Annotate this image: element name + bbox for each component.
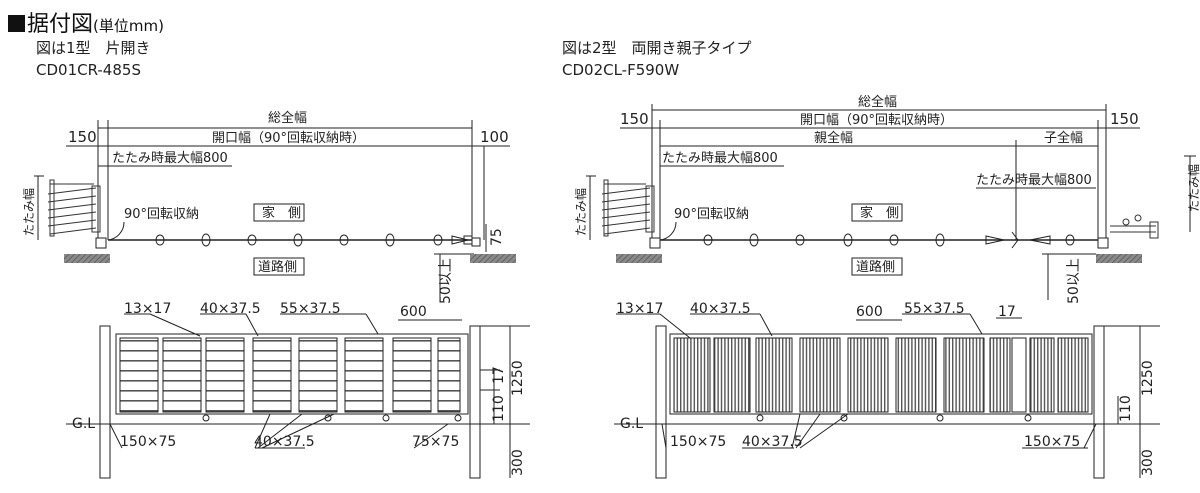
- left-elev-dim-1250: 1250: [510, 360, 526, 396]
- left-elev-wheels: [202, 414, 462, 422]
- left-elev-gl-label: G.L: [72, 416, 95, 432]
- right-elev-dim-300: 300: [1140, 449, 1156, 476]
- left-plan-view: [34, 120, 510, 300]
- left-elev-label-75x75: 75×75: [412, 434, 459, 450]
- left-ground-hatch-left: [64, 254, 110, 263]
- right-fold-max-right-label: たたみ時最大幅800: [976, 173, 1092, 188]
- right-road-side-label: 道路側: [856, 259, 895, 275]
- right-fold-max-left-label: たたみ時最大幅800: [662, 151, 778, 166]
- left-elev-label-13x17: 13×17: [124, 301, 171, 317]
- right-rotate-label: 90°回転収納: [674, 207, 749, 222]
- right-ground-hatch-left: [616, 254, 662, 263]
- right-elev-label-150x75-right: 150×75: [1024, 434, 1080, 450]
- left-elev-dim-110: 110: [491, 395, 507, 422]
- right-margin-150-left-label: 150: [620, 110, 649, 128]
- page-title: 据付図(単位mm): [8, 6, 164, 38]
- right-fold-width-vertical-left: たたみ幅: [573, 188, 588, 236]
- right-elev-label-17: 17: [998, 304, 1016, 320]
- left-elev-leaders: [109, 313, 462, 449]
- right-elev-dim-110: 110: [1118, 395, 1134, 422]
- right-plan-view: [586, 104, 1196, 300]
- right-parent-width-label: 親全幅: [814, 130, 853, 146]
- right-opening-width-label: 開口幅（90°回転収納時）: [800, 113, 953, 128]
- left-caption-model-code: CD01CR-485S: [36, 61, 141, 79]
- left-road-side-label: 道路側: [258, 259, 297, 275]
- left-fold-max-width-label: たたみ時最大幅800: [112, 151, 228, 166]
- left-total-width-label: 総全幅: [268, 110, 307, 126]
- left-dim-75-label: 75: [489, 228, 505, 246]
- right-margin-150-right-label: 150: [1110, 110, 1139, 128]
- left-margin-150-label: 150: [68, 128, 97, 146]
- left-house-side-label: 家 側: [262, 205, 301, 221]
- right-road-side-box: [851, 257, 903, 276]
- right-elev-wheels: [756, 414, 1032, 422]
- unit-label: (単位mm): [93, 17, 164, 35]
- right-elev-label-13x17: 13×17: [616, 301, 663, 317]
- right-dim-50-label: 50以上: [1066, 258, 1082, 304]
- left-rotate-label: 90°回転収納: [124, 207, 199, 222]
- right-elev-label-40x37: 40×37.5: [690, 301, 751, 317]
- left-elev-dim-17: 17: [491, 366, 507, 384]
- right-elev-label-40x37-bottom: 40×37.5: [742, 434, 803, 450]
- right-child-width-label: 子全幅: [1044, 130, 1083, 146]
- left-elev-dim-300: 300: [510, 449, 526, 476]
- left-elev-label-55x37: 55×37.5: [280, 301, 341, 317]
- left-elev-label-40x37: 40×37.5: [200, 301, 261, 317]
- title-text: 据付図: [27, 12, 94, 37]
- left-margin-100-label: 100: [480, 128, 509, 146]
- square-bullet-icon: [8, 15, 25, 32]
- left-fold-width-vertical-label: たたみ幅: [21, 188, 36, 236]
- right-elev-label-600: 600: [856, 304, 883, 320]
- right-total-width-label: 総全幅: [858, 94, 897, 110]
- right-caption-model-code: CD02CL-F590W: [562, 61, 680, 79]
- left-dim-50-label: 50以上: [438, 258, 454, 304]
- left-elev-label-150x75: 150×75: [120, 434, 176, 450]
- left-gate-panels: [119, 337, 461, 413]
- right-elev-leaders: [616, 313, 1097, 449]
- right-fold-width-vertical-right: たたみ幅: [1186, 164, 1200, 212]
- right-caption-model-type: 図は2型 両開き親子タイプ: [562, 39, 752, 57]
- left-ground-hatch-right: [470, 254, 516, 263]
- left-road-side-box: [253, 257, 305, 276]
- right-ground-hatch-right: [1096, 254, 1142, 263]
- right-gate-panels: [673, 337, 1089, 413]
- left-house-side-box: [253, 203, 305, 222]
- left-elev-label-40x37-bottom: 40×37.5: [254, 434, 315, 450]
- right-elev-label-150x75-left: 150×75: [670, 434, 726, 450]
- right-elev-label-55x37: 55×37.5: [904, 301, 965, 317]
- right-elev-dim-1250: 1250: [1140, 360, 1156, 396]
- left-elev-label-600: 600: [400, 304, 427, 320]
- left-caption-model-type: 図は1型 片開き: [36, 39, 151, 57]
- right-house-side-box: [851, 203, 903, 222]
- right-elev-gl-label: G.L: [620, 416, 643, 432]
- right-house-side-label: 家 側: [860, 205, 899, 221]
- left-opening-width-label: 開口幅（90°回転収納時）: [212, 131, 365, 146]
